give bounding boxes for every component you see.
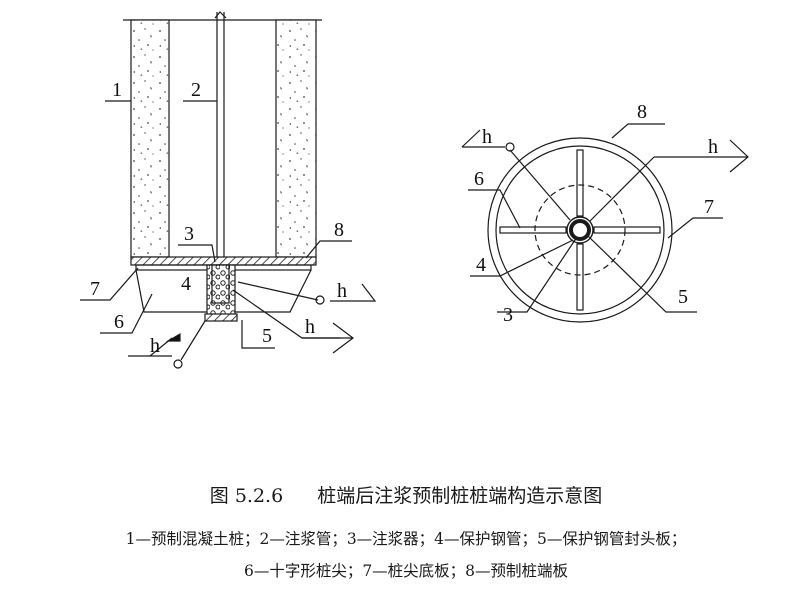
h-marker-bottom [173, 359, 183, 369]
leader-r-h [509, 149, 571, 221]
cross-arm-top [576, 149, 584, 217]
h-flag [165, 332, 181, 342]
label-5: 5 [262, 325, 272, 347]
grouter [211, 264, 230, 304]
label-8: 8 [334, 219, 344, 241]
plan-label-7: 7 [704, 196, 714, 218]
plan-label-h-left: h [482, 126, 492, 148]
plan-label-4: 4 [476, 254, 486, 276]
leader-6 [100, 293, 153, 334]
pile-wall-right [275, 19, 317, 258]
leader-7 [80, 267, 139, 301]
pile-end-diagram: 1 2 3 8 7 4 6 5 h h h 8 h h 6 7 4 5 3 [80, 11, 749, 369]
legend-line-2: 6—十字形桩尖；7—桩尖底板；8—预制桩端板 [243, 562, 569, 580]
plan-h-arrow-right [654, 139, 749, 173]
section-view [80, 11, 377, 369]
h-arrow-2 [302, 322, 354, 354]
cross-arm-right [593, 226, 661, 234]
plan-h-arrow-left [461, 129, 505, 148]
h-arrow-1 [330, 283, 377, 302]
legend-line-1: 1—预制混凝土桩；2—注浆管；3—注浆器；4—保护钢管；5—保护钢管封头板； [125, 530, 687, 548]
center-pipe-ring [569, 219, 591, 241]
leader-5 [241, 320, 275, 349]
center-pipe-outer [566, 216, 594, 244]
leader-r7 [667, 217, 723, 239]
figure-caption: 图 5.2.6 桩端后注浆预制桩桩端构造示意图 [0, 481, 812, 508]
steel-pipe-cap-plate [204, 313, 238, 322]
figure-title: 桩端后注浆预制桩桩端构造示意图 [317, 485, 603, 507]
end-plate-outer [487, 137, 673, 323]
label-h-1: h [337, 280, 347, 302]
plan-label-h-right: h [708, 136, 718, 158]
label-4: 4 [181, 273, 191, 295]
leader-r3 [497, 236, 578, 313]
plan-h-marker [505, 142, 515, 152]
label-6: 6 [114, 311, 124, 333]
label-3: 3 [184, 223, 194, 245]
leader-r8 [611, 123, 665, 139]
pile-wall-left [130, 19, 170, 258]
leader-h-section [237, 281, 319, 301]
leader-h-lower [232, 289, 340, 339]
label-h-2: h [305, 316, 315, 338]
figure-number: 图 5.2.6 [209, 485, 284, 507]
label-h-3: h [150, 335, 160, 357]
leader-8 [305, 240, 352, 259]
leader-r5 [587, 235, 697, 313]
h-marker-right [315, 295, 325, 305]
leader-h-bottom [180, 320, 206, 361]
label-7: 7 [90, 278, 100, 300]
plan-view [461, 123, 749, 323]
label-1: 1 [112, 79, 122, 101]
leader-r4 [470, 239, 574, 277]
leader-3 [178, 244, 216, 263]
leader-r6 [468, 189, 521, 229]
leader-r-hright [589, 156, 655, 222]
plan-label-5: 5 [678, 286, 688, 308]
inner-dashed-circle [534, 184, 626, 276]
end-plate-inner [495, 145, 665, 315]
plan-label-6: 6 [474, 168, 484, 190]
plan-label-8: 8 [637, 101, 647, 123]
label-2: 2 [191, 79, 201, 101]
plan-label-3: 3 [503, 304, 513, 326]
cross-arm-left [499, 226, 567, 234]
figure-labels: 1 2 3 8 7 4 6 5 h h h 8 h h 6 7 4 5 3 [90, 79, 718, 357]
pile-end-plate [130, 256, 317, 266]
pipe-break [214, 11, 227, 19]
cross-arm-bottom [576, 243, 584, 311]
